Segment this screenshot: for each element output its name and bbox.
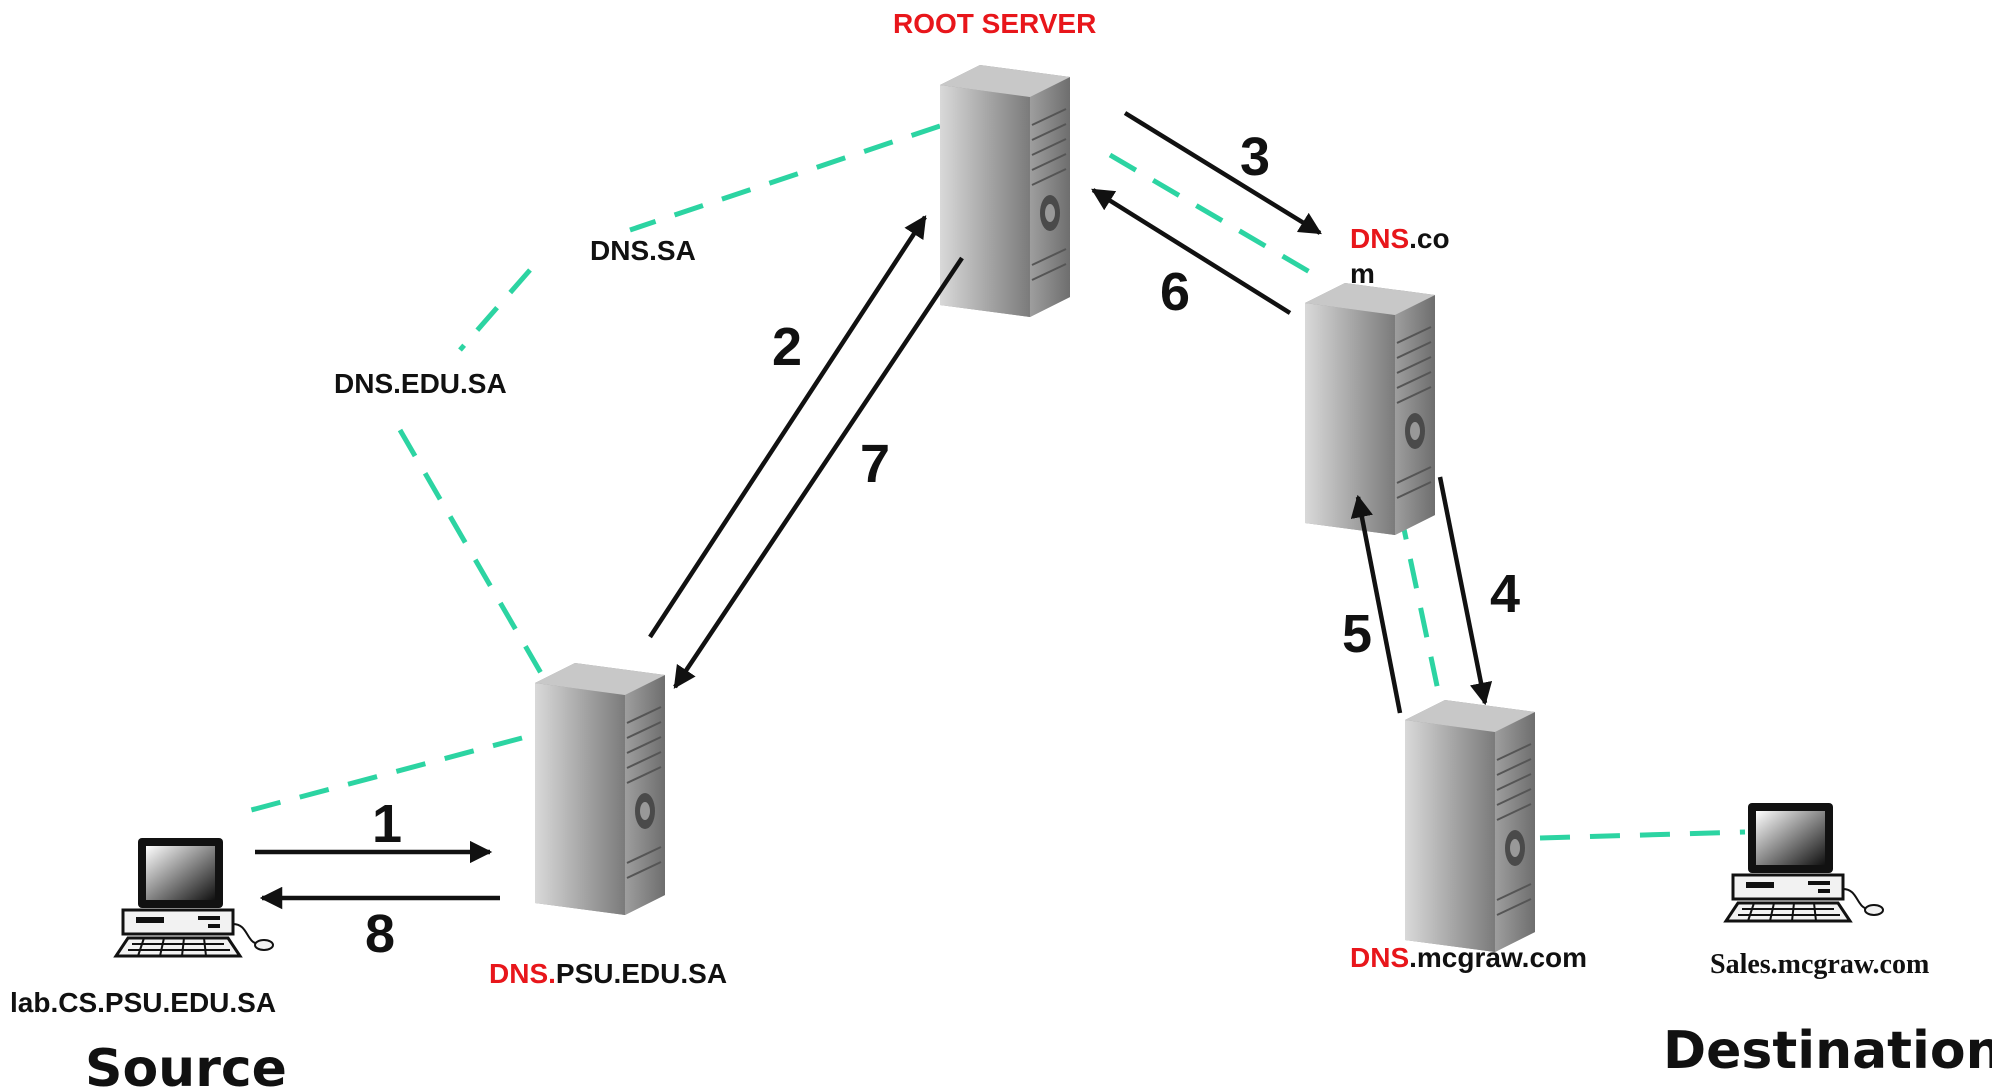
arrow-step-4 — [1437, 476, 1493, 706]
root-server-label: ROOT SERVER — [893, 8, 1096, 39]
dns-mcgraw-prefix: DNS — [1350, 942, 1409, 973]
destination-host-label: Sales.mcgraw.com — [1710, 949, 1929, 980]
dns-com-label-wrap: m — [1350, 258, 1375, 289]
link-edu-psu — [397, 428, 548, 682]
source-host-label: lab.CS.PSU.EDU.SA — [10, 987, 276, 1018]
dns-mcgraw-suffix: .mcgraw.com — [1409, 942, 1587, 973]
step-7-label: 7 — [860, 434, 890, 494]
dns-com-label: DNS.co — [1350, 223, 1450, 254]
dns-com-server-icon — [1304, 282, 1436, 536]
arrow-step-7 — [673, 256, 964, 689]
link-dns-sa-edu — [458, 268, 532, 352]
dns-com-suffix-1: .co — [1409, 223, 1449, 254]
arrow-step-2 — [648, 215, 927, 639]
link-root-com — [1108, 152, 1322, 281]
root-server-icon — [939, 64, 1071, 318]
link-mcgraw-dest — [1539, 829, 1746, 841]
step-6-label: 6 — [1160, 262, 1190, 322]
step-4-label: 4 — [1490, 564, 1520, 624]
step-2-label: 2 — [772, 317, 802, 377]
dns-sa-label: DNS.SA — [590, 235, 696, 266]
dns-psu-server-icon — [534, 662, 666, 916]
source-caption: Source — [85, 1039, 287, 1092]
dns-com-prefix: DNS — [1350, 223, 1409, 254]
source-computer-icon — [114, 836, 275, 958]
step-3-label: 3 — [1240, 127, 1270, 187]
arrow-step-3 — [1123, 111, 1322, 235]
hierarchy-links — [239, 123, 1746, 841]
step-8-label: 8 — [365, 904, 395, 964]
dns-mcgraw-label: DNS.mcgraw.com — [1350, 942, 1587, 973]
arrow-step-5 — [1350, 494, 1403, 714]
link-root-dns-sa — [629, 123, 941, 233]
step-5-label: 5 — [1342, 604, 1372, 664]
dns-psu-suffix: PSU.EDU.SA — [556, 958, 727, 989]
link-com-mcgraw — [1397, 509, 1443, 701]
dns-psu-label: DNS.PSU.EDU.SA — [489, 958, 727, 989]
step-1-label: 1 — [372, 794, 402, 854]
destination-computer-icon — [1724, 801, 1885, 923]
dns-mcgraw-server-icon — [1404, 699, 1536, 953]
arrow-step-6 — [1091, 188, 1292, 315]
dns-edu-sa-label: DNS.EDU.SA — [334, 368, 507, 399]
query-arrows — [255, 111, 1493, 910]
destination-caption: Destination — [1663, 1021, 1992, 1081]
dns-psu-prefix: DNS. — [489, 958, 556, 989]
